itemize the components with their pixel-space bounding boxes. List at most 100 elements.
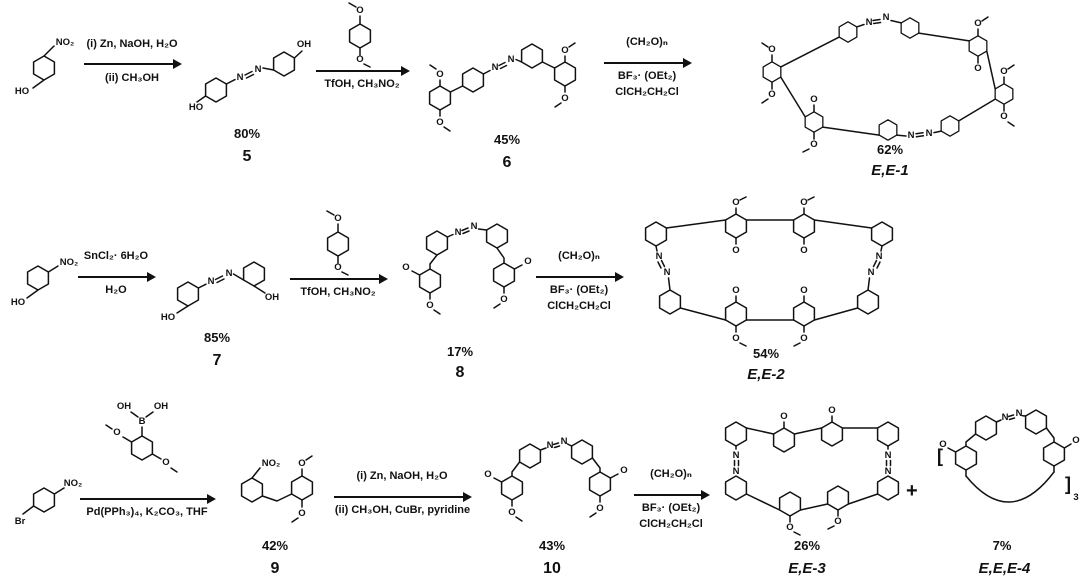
reagents-r2-step3-line1: (CH₂O)ₙ [558,250,600,262]
reagents-r1-step1-above: (i) Zn, NaOH, H₂O [86,38,178,50]
yield-compound-6: 45% [493,132,521,147]
label-EE2: E,E-2 [747,366,785,383]
atom-label-o: O [426,300,433,311]
atom-label-o: O [800,245,807,256]
atom-label-hydroxyl: HO [161,312,175,323]
atom-label-n: N [656,251,663,262]
atom-label-n: N [664,267,671,278]
atom-label-nitro: NO₂ [56,37,74,48]
atom-label-o: O [356,5,363,16]
reagents-r1-step3-line3: ClCH₂CH₂Cl [615,86,679,98]
structure-dimethoxybenzene: O O [326,210,350,276]
structure-compound-10: N N O O O O [484,436,628,522]
atom-label-n: N [926,128,933,139]
reagents-r3-step3-line2: BF₃· (OEt₂) [641,502,701,514]
reagents-r3-step1-below: Pd(PPh₃)₄, K₂CO₃, THF [86,506,208,518]
atom-label-o: O [732,333,739,344]
atom-label-n: N [492,62,499,73]
reagents-r1-step2-below: TfOH, CH₃NO₂ [324,78,400,90]
reagents-r2-step3-line3: ClCH₂CH₂Cl [547,300,611,312]
reaction-arrow [316,66,410,76]
atom-label-o: O [334,262,341,273]
atom-label-o: O [162,457,169,468]
compound-number-8: 8 [455,364,465,381]
atom-label-o: O [800,197,807,208]
atom-label-n: N [226,268,233,279]
atom-label-n: N [208,276,215,287]
compound-number-5: 5 [242,148,252,165]
yield-compound-5: 80% [233,126,261,141]
structure-macrocycle-EEE4: N N [ O O ] 3 [937,408,1080,503]
reaction-arrow [290,274,388,284]
atom-label-o: O [810,139,817,150]
atom-label-o: O [524,256,531,267]
atom-label-o: O [1072,435,1079,446]
atom-label-o: O [436,117,443,128]
reagents-r1-step3-line1: (CH₂O)ₙ [626,36,668,48]
atom-label-o: O [500,294,507,305]
atom-label-n: N [508,54,515,65]
atom-label-o: O [561,45,568,56]
atom-label-n: N [237,72,244,83]
atom-label-n: N [455,227,462,238]
structure-dimethoxyphenylboronic-acid: B OH OH O O [105,401,178,473]
reaction-arrow [334,492,472,502]
reagents-r2-step1-below: H₂O [105,284,127,296]
yield-EE3: 26% [793,538,821,553]
structure-macrocycle-EE2: N N N N O O O O O [644,196,894,347]
reagents-r3-step2-below: (ii) CH₃OH, CuBr, pyridine [334,504,471,516]
atom-label-o: O [732,197,739,208]
atom-label-o: O [402,262,409,273]
atom-label-o: O [780,411,787,422]
atom-label-o: O [436,69,443,80]
reaction-arrow [634,490,710,500]
atom-label-n: N [1002,412,1009,423]
reaction-arrow [84,59,182,69]
atom-label-o: O [484,469,491,480]
plus-sign: + [906,480,918,502]
atom-label-nitro: NO₂ [64,478,82,489]
compound-number-9: 9 [270,560,280,577]
reagents-r1-step3-line2: BF₃· (OEt₂) [617,70,677,82]
structure-macrocycle-EE3: N N N N O O O O [724,405,900,536]
compound-number-7: 7 [212,352,222,369]
atom-label-o: O [298,508,305,519]
atom-label-hydroxyl: OH [297,39,311,50]
yield-compound-7: 85% [203,330,231,345]
atom-label-n: N [885,450,892,461]
reagents-r1-step1-below: (ii) CH₃OH [105,72,159,84]
yield-compound-9: 42% [261,538,289,553]
atom-label-boron: B [139,416,146,427]
atom-label-n: N [561,436,568,447]
atom-label-o: O [974,63,981,74]
atom-label-o: O [596,503,603,514]
structure-macrocycle-EE1: N N N N O O O O O [761,12,1015,153]
atom-label-o: O [620,465,627,476]
atom-label-n: N [876,251,883,262]
atom-label-bromo: Br [15,516,26,527]
reagents-r2-step3-line2: BF₃· (OEt₂) [549,284,609,296]
yield-EE1: 62% [876,142,904,157]
atom-label-hydroxyl: HO [11,297,25,308]
structure-2-nitrobenzyl-bromide: NO₂ Br [15,478,83,527]
atom-label-n: N [1016,408,1023,419]
atom-label-n: N [471,221,478,232]
atom-label-o: O [974,18,981,29]
atom-label-o: O [356,54,363,65]
reagents-r2-step2-below: TfOH, CH₃NO₂ [300,286,376,298]
label-EEE4: E,E,E-4 [978,560,1031,577]
right-bracket: ] [1065,474,1071,494]
yield-EEE4: 7% [992,538,1012,553]
structure-compound-6: O O N N O O [428,42,577,132]
atom-label-o: O [939,439,946,450]
atom-label-o: O [768,89,775,100]
yield-compound-8: 17% [446,344,474,359]
yield-EE2: 54% [752,346,780,361]
structure-dimethoxybenzene: O O [348,2,372,68]
atom-label-n: N [885,466,892,477]
atom-label-n: N [733,450,740,461]
atom-label-n: N [866,17,873,28]
compound-number-10: 10 [543,560,561,577]
atom-label-nitro: NO₂ [262,458,280,469]
structure-3-nitrobenzyl-alcohol: NO₂ HO [11,257,78,308]
